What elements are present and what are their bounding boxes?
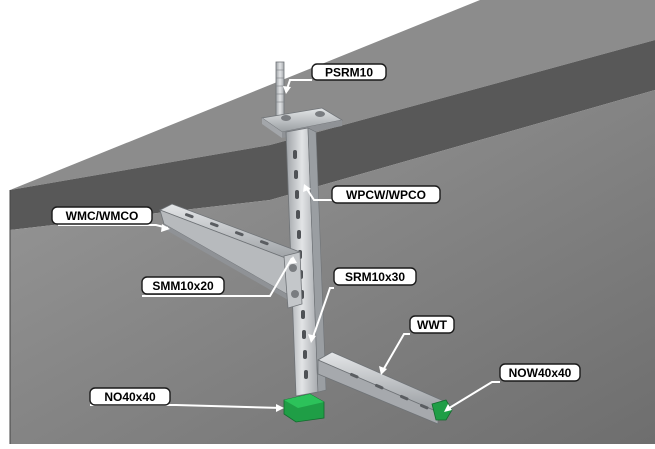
ceiling-dark-band [10, 40, 655, 230]
top-plate [260, 107, 344, 138]
threaded-rod [275, 61, 285, 121]
wall-bracket [159, 203, 301, 300]
label-wpcw-wpco-text: WPCW/WPCO [346, 188, 426, 202]
label-wmc-wmco-text: WMC/WMCO [66, 209, 139, 223]
label-wwt: WWT [409, 315, 455, 334]
label-wmc-wmco: WMC/WMCO [51, 206, 153, 225]
label-now40x40: NOW40x40 [499, 363, 581, 382]
label-srm10x30-text: SRM10x30 [345, 270, 405, 284]
label-now40x40-text: NOW40x40 [509, 366, 572, 380]
label-no40x40-text: NO40x40 [104, 390, 156, 404]
label-smm10x20: SMM10x20 [141, 276, 225, 295]
horizontal-channel [317, 351, 447, 425]
label-wpcw-wpco: WPCW/WPCO [331, 185, 441, 204]
callout-arrows [161, 86, 452, 412]
label-srm10x30: SRM10x30 [333, 267, 417, 286]
end-cap-no40x40 [283, 393, 325, 423]
label-no40x40: NO40x40 [89, 387, 171, 406]
label-wwt-text: WWT [417, 318, 448, 332]
ceiling-slab [10, 0, 655, 190]
label-psrm10: PSRM10 [311, 63, 387, 81]
wall-surface [10, 90, 655, 444]
label-smm10x20-text: SMM10x20 [152, 279, 214, 293]
label-psrm10-text: PSRM10 [325, 66, 373, 80]
end-cap-now40x40 [431, 399, 453, 421]
